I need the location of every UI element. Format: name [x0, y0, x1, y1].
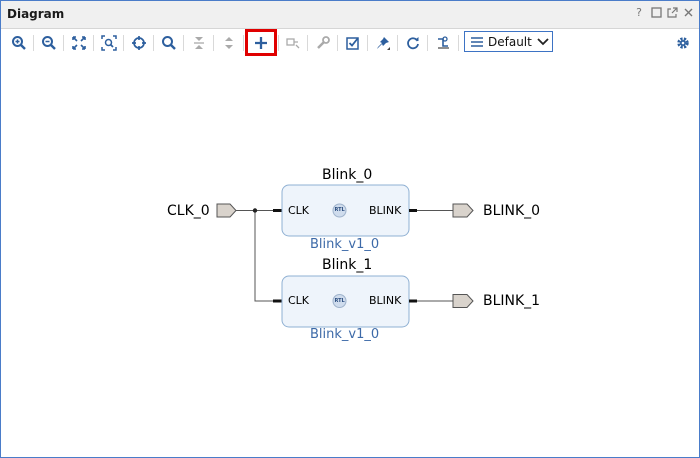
- output-port-blink1[interactable]: [452, 294, 474, 308]
- pin-icon: [377, 37, 390, 50]
- output-port-label: BLINK_0: [483, 203, 541, 219]
- rtl-badge-label: RTL: [334, 207, 345, 213]
- validate-icon: [346, 37, 359, 50]
- optimize-routing-button[interactable]: [431, 31, 455, 55]
- input-port-clk0[interactable]: [216, 203, 237, 218]
- block-name: Blink_1: [322, 257, 373, 273]
- panel-titlebar: Diagram ?: [1, 1, 699, 29]
- select-target-button[interactable]: [127, 31, 151, 55]
- block-name: Blink_0: [322, 167, 373, 183]
- close-button[interactable]: [682, 7, 694, 19]
- help-button[interactable]: ?: [636, 6, 642, 19]
- panel-title: Diagram: [7, 7, 65, 21]
- refresh-icon: [407, 37, 419, 50]
- float-icon: [666, 7, 678, 18]
- pin-label-in: CLK: [288, 294, 310, 307]
- zoom-out-icon: [42, 36, 56, 50]
- rtl-badge-label: RTL: [334, 297, 345, 304]
- zoom-out-button[interactable]: [37, 31, 61, 55]
- add-module-button[interactable]: [281, 31, 305, 55]
- chevron-down-icon: [537, 38, 549, 46]
- gear-icon: [677, 37, 689, 49]
- restore-button[interactable]: [650, 7, 662, 19]
- rtl-badge-icon: [332, 294, 347, 308]
- expand-all-icon: [225, 37, 233, 49]
- rtl-badge-icon: [332, 203, 347, 218]
- diagram-toolbar: [1, 29, 699, 56]
- zoom-in-button[interactable]: [7, 31, 31, 55]
- restore-icon: [650, 7, 662, 18]
- crosshair-icon: [132, 36, 146, 50]
- list-icon: [471, 37, 483, 47]
- diagram-canvas[interactable]: CLK_0 Blink_0 CLK RTL BLINK Blink_v1_0 B…: [1, 57, 699, 457]
- add-ip-button[interactable]: [249, 31, 273, 55]
- zoom-in-icon: [12, 36, 26, 50]
- output-port-blink0[interactable]: [452, 203, 474, 218]
- wrench-icon: [317, 36, 330, 49]
- add-ip-highlight: [245, 29, 277, 56]
- validate-design-button[interactable]: [341, 31, 365, 55]
- pin-label-out: BLINK: [369, 294, 402, 307]
- pin-button[interactable]: [371, 31, 395, 55]
- zoom-fit-button[interactable]: [67, 31, 91, 55]
- zoom-fit-icon: [72, 36, 86, 50]
- float-button[interactable]: [666, 7, 678, 19]
- output-port-label: BLINK_1: [483, 293, 541, 309]
- search-icon: [162, 36, 176, 50]
- view-select-value: Default View: [488, 35, 532, 49]
- regenerate-layout-button[interactable]: [401, 31, 425, 55]
- module-name: Blink_v1_0: [310, 237, 380, 252]
- pin-label-out: BLINK: [369, 204, 402, 217]
- properties-button[interactable]: [311, 31, 335, 55]
- search-button[interactable]: [157, 31, 181, 55]
- collapse-all-icon: [194, 37, 204, 49]
- view-select[interactable]: Default View: [464, 31, 553, 52]
- settings-button[interactable]: [671, 31, 695, 55]
- add-module-icon: [286, 38, 300, 49]
- expand-all-button[interactable]: [217, 31, 241, 55]
- diagram-wires: [216, 184, 474, 328]
- zoom-area-button[interactable]: [97, 31, 121, 55]
- collapse-all-button[interactable]: [187, 31, 211, 55]
- input-port-label: CLK_0: [167, 203, 210, 219]
- module-name: Blink_v1_0: [310, 327, 380, 342]
- zoom-area-icon: [101, 35, 117, 51]
- pin-label-in: CLK: [288, 204, 310, 217]
- close-icon: [684, 8, 692, 17]
- routing-icon: [438, 36, 449, 49]
- plus-icon: [255, 37, 267, 49]
